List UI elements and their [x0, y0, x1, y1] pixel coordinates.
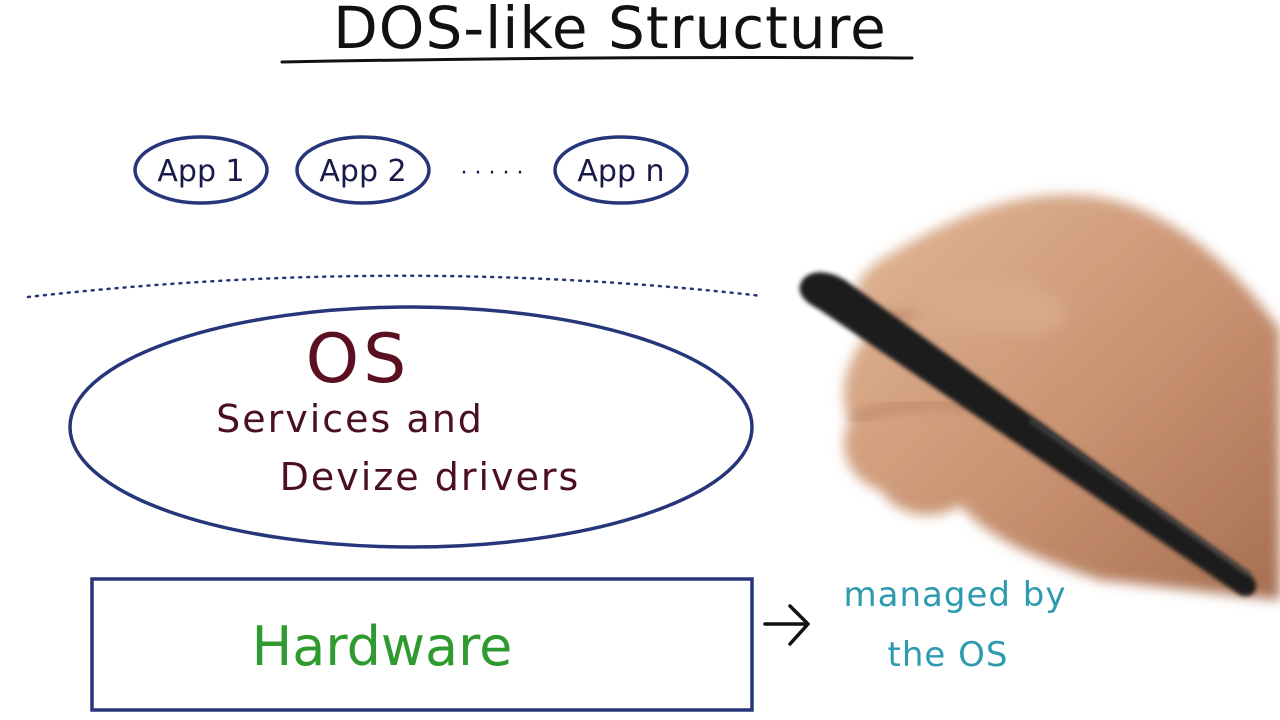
- app-2-label: App 2: [319, 154, 406, 189]
- hardware-node: Hardware: [90, 577, 754, 712]
- app-1-label: App 1: [157, 154, 244, 189]
- app-2-node: App 2: [295, 135, 431, 205]
- os-drivers-label: Devize drivers: [280, 455, 581, 499]
- os-node: OS Services and Devize drivers: [68, 305, 754, 549]
- managed-arrow: [763, 604, 810, 646]
- app-n-node: App n: [553, 135, 689, 205]
- os-title: OS: [306, 320, 411, 399]
- app-1-node: App 1: [133, 135, 269, 205]
- app-n-label: App n: [577, 154, 664, 189]
- diagram-title: DOS-like Structure: [333, 0, 887, 62]
- title-underline: [280, 56, 914, 64]
- presenter-hand-illustration: [799, 194, 1280, 601]
- annotation-line-1: managed by: [844, 575, 1067, 615]
- os-services-label: Services and: [216, 397, 484, 441]
- hardware-label: Hardware: [252, 615, 513, 678]
- annotation-line-2: the OS: [888, 635, 1009, 675]
- user-kernel-boundary: [26, 274, 764, 299]
- app-ellipsis: · · · · ·: [461, 161, 524, 186]
